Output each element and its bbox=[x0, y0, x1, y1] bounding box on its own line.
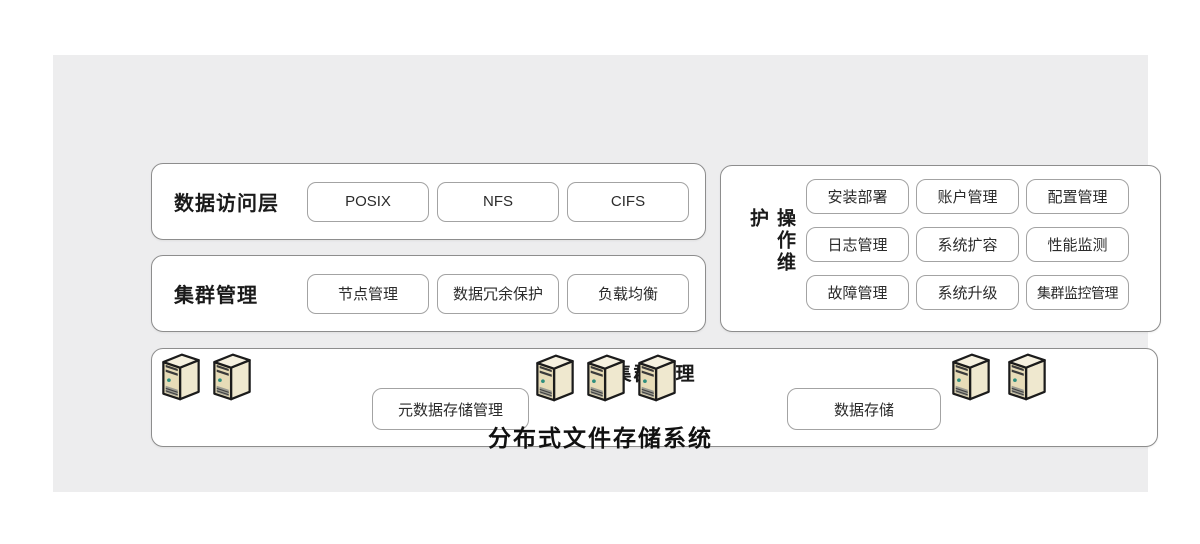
operation-maintenance-grid: 安装部署 账户管理 配置管理 日志管理 系统扩容 性能监测 故障管理 系统升级 … bbox=[806, 179, 1129, 310]
data-access-chip-row: POSIX NFS CIFS bbox=[307, 181, 689, 222]
diagram-panel: 数据访问层 POSIX NFS CIFS 集群管理 节点管理 数据冗余保护 负载… bbox=[53, 55, 1161, 492]
node-account-management: 账户管理 bbox=[916, 179, 1019, 214]
node-cifs: CIFS bbox=[567, 181, 689, 222]
node-performance-monitoring: 性能监测 bbox=[1026, 227, 1129, 262]
server-tower-icon bbox=[534, 351, 576, 403]
cluster-management-box: 集群管理 节点管理 数据冗余保护 负载均衡 bbox=[151, 255, 706, 332]
server-tower-icon bbox=[160, 350, 202, 402]
cluster-management-label: 集群管理 bbox=[174, 285, 258, 307]
node-log-management: 日志管理 bbox=[806, 227, 909, 262]
node-install-deploy: 安装部署 bbox=[806, 179, 909, 214]
node-system-upgrade: 系统升级 bbox=[916, 275, 1019, 310]
server-tower-icon bbox=[585, 351, 627, 403]
node-load-balancing: 负载均衡 bbox=[567, 273, 689, 314]
data-access-layer-box: 数据访问层 POSIX NFS CIFS bbox=[151, 163, 706, 240]
node-posix: POSIX bbox=[307, 181, 429, 222]
server-tower-icon bbox=[636, 351, 678, 403]
server-tower-icon bbox=[1006, 350, 1048, 402]
data-access-layer-label: 数据访问层 bbox=[174, 193, 279, 215]
node-config-management: 配置管理 bbox=[1026, 179, 1129, 214]
server-tower-icon bbox=[211, 350, 253, 402]
node-data-redundancy: 数据冗余保护 bbox=[437, 273, 559, 314]
node-fault-management: 故障管理 bbox=[806, 275, 909, 310]
node-metadata-storage-management: 元数据存储管理 bbox=[372, 388, 529, 430]
cluster-management-chip-row: 节点管理 数据冗余保护 负载均衡 bbox=[307, 273, 689, 314]
node-nfs: NFS bbox=[437, 181, 559, 222]
operation-maintenance-box: 操作维护 安装部署 账户管理 配置管理 日志管理 系统扩容 性能监测 故障管理 … bbox=[720, 165, 1161, 332]
server-tower-icon bbox=[950, 350, 992, 402]
operation-maintenance-label: 操作维护 bbox=[747, 207, 795, 274]
node-system-expansion: 系统扩容 bbox=[916, 227, 1019, 262]
diagram-title: 分布式文件存储系统 bbox=[488, 425, 713, 451]
node-data-storage: 数据存储 bbox=[787, 388, 941, 430]
node-cluster-monitoring-management: 集群监控管理 bbox=[1026, 275, 1129, 310]
node-node-management: 节点管理 bbox=[307, 273, 429, 314]
